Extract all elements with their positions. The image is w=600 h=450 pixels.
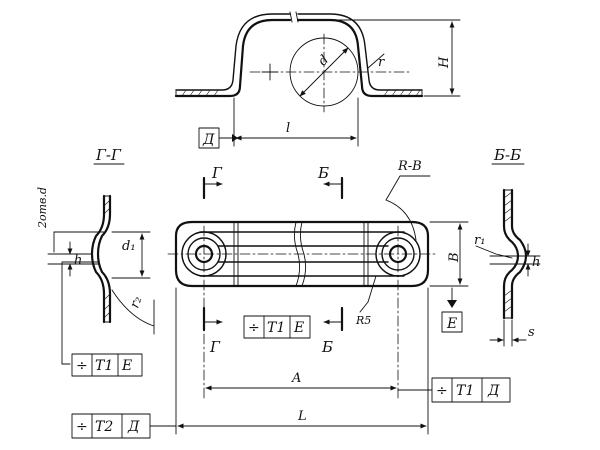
frame-left-symbol: ÷ (76, 358, 88, 374)
two-holes-label: 2отв.d (36, 187, 49, 229)
B-dim-label: B (447, 252, 462, 263)
frame-bottom-tolerance: T2 (95, 419, 113, 435)
tolerance-frame-left: ÷ T1 E (71, 353, 143, 377)
H-label: H (437, 56, 452, 69)
section-G-G: Г-Г 2отв.d h d₁ r₂ (36, 146, 155, 365)
R5-label: R5 (355, 314, 371, 327)
L-label: L (297, 409, 307, 424)
r2-label: r₂ (127, 294, 145, 310)
frame-center-base: E (293, 320, 304, 336)
frame-left-base: E (121, 358, 132, 374)
section-G-bottom-label: Г (209, 338, 221, 356)
r1-label: r₁ (474, 233, 485, 248)
frame-right-base: Д (487, 383, 500, 399)
r-label: r (378, 55, 385, 70)
section-G-top-label: Г (211, 164, 223, 182)
section-GG-title: Г-Г (95, 146, 122, 164)
section-B-top-label: Б (317, 164, 329, 182)
l-label: l (286, 121, 290, 136)
tolerance-frame-bottom: ÷ T2 Д (71, 413, 177, 439)
d1-label: d₁ (122, 239, 136, 254)
h-left-label: h (74, 253, 82, 268)
frame-center-tolerance: T1 (267, 320, 285, 336)
section-B-bottom-label: Б (321, 338, 333, 356)
frame-left-tolerance: T1 (95, 358, 113, 374)
section-B-B: Б-Б r₁ h s (474, 146, 541, 347)
view-D-label: Д (202, 132, 215, 148)
front-view: d r H l Д (174, 11, 461, 149)
view-E-label: E (446, 316, 457, 332)
A-label: A (291, 371, 301, 386)
section-BB-title: Б-Б (493, 146, 521, 164)
frame-center-symbol: ÷ (248, 320, 260, 336)
frame-right-tolerance: T1 (456, 383, 474, 399)
tolerance-frame-right: ÷ T1 Д (397, 377, 511, 403)
frame-bottom-base: Д (127, 419, 140, 435)
frame-bottom-symbol: ÷ (76, 419, 88, 435)
h-right-label: h (532, 255, 540, 270)
plan-view: Г Г Б Б R-B R5 B E A L (167, 159, 469, 435)
tolerance-frame-center: ÷ T1 E (243, 315, 311, 339)
section-RV-label: R-B (397, 159, 422, 174)
s-label: s (528, 325, 535, 340)
frame-right-symbol: ÷ (436, 383, 448, 399)
